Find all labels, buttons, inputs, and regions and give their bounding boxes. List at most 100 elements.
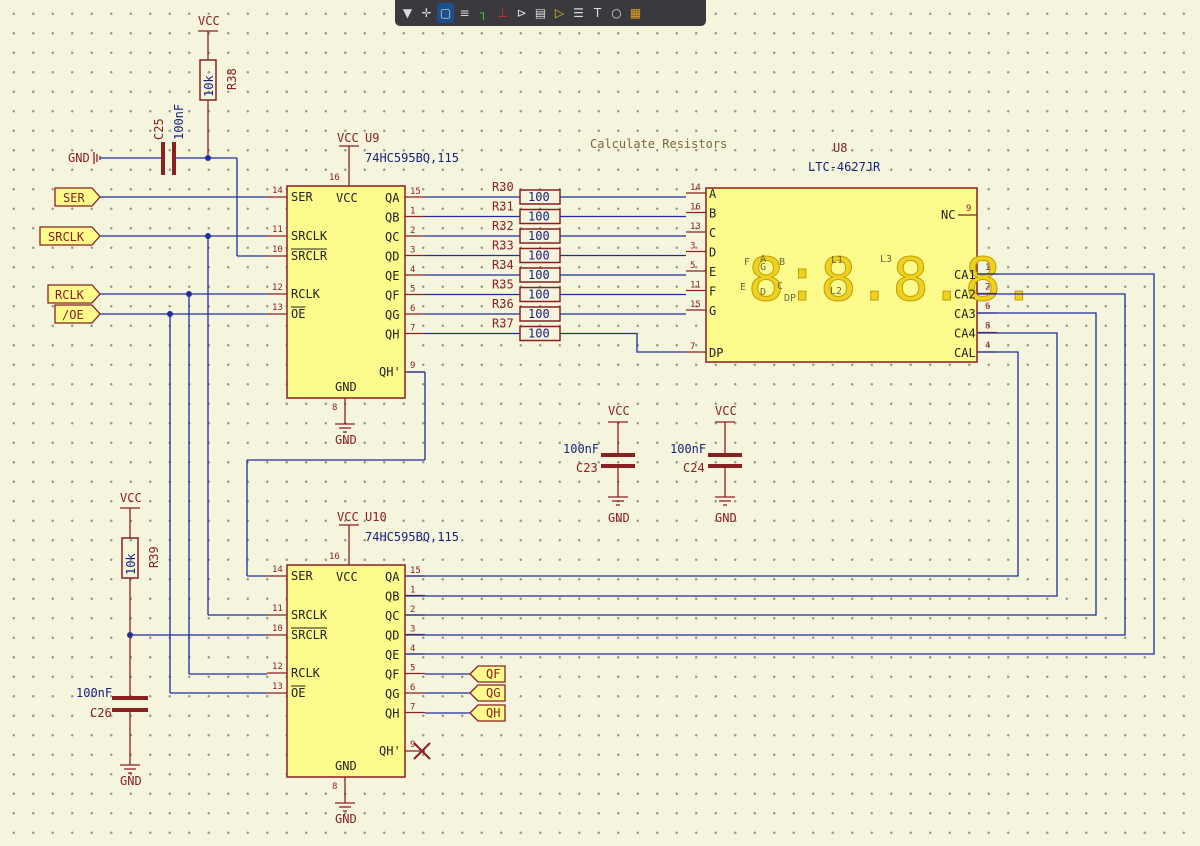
u9-pin-num-qb: 1 [410, 207, 415, 217]
c25-ref: C25 [152, 118, 166, 140]
u8-pin-cal: CAL [954, 346, 976, 360]
c23-gnd-text: GND [608, 511, 630, 525]
u10-pin-qc: QC [385, 609, 399, 623]
filter-icon[interactable]: ▼ [402, 6, 413, 20]
label-rclk[interactable]: RCLK [47, 284, 101, 304]
r34-value: 100 [528, 268, 550, 282]
u10-pin-qh: QH [385, 707, 399, 721]
r36-ref: R36 [492, 297, 514, 311]
u10-pin-qb: QB [385, 590, 399, 604]
u8-pin-g: G [709, 304, 716, 318]
u9-pin-qe: QE [385, 269, 399, 283]
bus-icon[interactable]: ⊥ [497, 6, 508, 20]
label-qh[interactable]: QH [425, 704, 506, 722]
global-label-icon[interactable]: ▷ [554, 6, 565, 20]
label-ser[interactable]: SER [54, 187, 101, 207]
move-icon[interactable]: ✛ [421, 6, 432, 20]
label-oe[interactable]: /OE [54, 304, 101, 324]
u8-pin-num-d: 3 [690, 242, 695, 252]
gnd-symbol-c26[interactable]: GND [120, 764, 142, 788]
palette-icon[interactable]: ▦ [629, 6, 642, 20]
select-icon[interactable]: ▢ [437, 3, 454, 23]
capacitor-c25[interactable]: C25 100nF [152, 104, 186, 175]
u9-pin-qd: QD [385, 250, 399, 264]
label-qf[interactable]: QF [425, 665, 506, 683]
u9-vcc-num: 16 [329, 173, 340, 183]
r30-ref: R30 [492, 180, 514, 194]
vcc-symbol-r38[interactable]: VCC [198, 14, 220, 60]
list-icon[interactable]: ☰ [573, 6, 584, 20]
gnd-label: GND [68, 151, 90, 165]
wire-icon[interactable]: ┐ [479, 6, 488, 20]
u8-pin-num-ca4: 8 [985, 322, 990, 332]
u10-pin-num-qh: 7 [410, 703, 415, 713]
label-qh-text: QH [486, 706, 500, 720]
label-qf-text: QF [486, 667, 500, 681]
label-srclk[interactable]: SRCLK [39, 226, 101, 246]
resistor-r38[interactable]: 10k R38 [199, 59, 239, 101]
text-icon[interactable]: T [593, 6, 602, 20]
segment-hint-l2: L2 [830, 286, 842, 297]
u10-pin-ser: SER [291, 569, 313, 583]
u9-pin-num-oe: 13 [272, 303, 283, 313]
u10-pin-srclk: SRCLK [291, 608, 328, 622]
u10-gnd-pin: GND [335, 759, 357, 773]
u10-pin-qd: QD [385, 629, 399, 643]
r37-value: 100 [528, 327, 550, 341]
u9-vcc-text: VCC [337, 131, 359, 145]
u9-pin-qb: QB [385, 211, 399, 225]
u9-pin-num-qf: 5 [410, 285, 415, 295]
circle-icon[interactable]: ○ [611, 6, 622, 20]
align-icon[interactable]: ≡ [459, 6, 470, 20]
u10-vcc-symbol[interactable]: VCC [337, 510, 359, 565]
c26-ref: C26 [90, 706, 112, 720]
label-qg[interactable]: QG [425, 684, 506, 702]
no-connect-marker[interactable] [413, 742, 431, 760]
u9-pin-qc: QC [385, 230, 399, 244]
u10-gnd-symbol[interactable]: GND [335, 802, 357, 826]
u9-pin-oe: OE [291, 307, 305, 321]
capacitor-c26[interactable]: 100nF C26 [76, 686, 148, 720]
u9-ref: U9 [365, 131, 379, 145]
vcc-label: VCC [198, 14, 220, 28]
u10-gnd-text: GND [335, 812, 357, 826]
u8-pin-num-b: 16 [690, 203, 701, 213]
resistor-r39[interactable]: 10k R39 [121, 537, 161, 579]
segment-hint-a: A [760, 254, 766, 265]
u8-pin-ca2: CA2 [954, 288, 976, 302]
u9-gnd-symbol[interactable]: GND [335, 423, 357, 447]
u8-pin-num-ca2: 2 [985, 283, 990, 293]
net-label-icon[interactable]: ⊳ [516, 6, 527, 20]
segment-hint-g: G [760, 262, 766, 273]
u9-pin-num-qd: 3 [410, 246, 415, 256]
segment-hint-b: B [779, 257, 785, 268]
u9-pin-num-ser: 14 [272, 186, 283, 196]
u10-gnd-num: 8 [332, 782, 337, 792]
u9-body [286, 185, 406, 399]
sheet-icon[interactable]: ▤ [534, 6, 547, 20]
u9-gnd-text: GND [335, 433, 357, 447]
c26-value: 100nF [76, 686, 112, 700]
c24-gnd-text: GND [715, 511, 737, 525]
c24-vcc-text: VCC [715, 404, 737, 418]
u10-pin-qf: QF [385, 668, 399, 682]
vcc-symbol-r39[interactable]: VCC [120, 491, 142, 538]
u9-pin-srclk: SRCLK [291, 229, 328, 243]
gnd-symbol-c25[interactable]: GND [68, 151, 101, 165]
u9-vcc-symbol[interactable]: VCC [337, 131, 359, 186]
r31-value: 100 [528, 210, 550, 224]
